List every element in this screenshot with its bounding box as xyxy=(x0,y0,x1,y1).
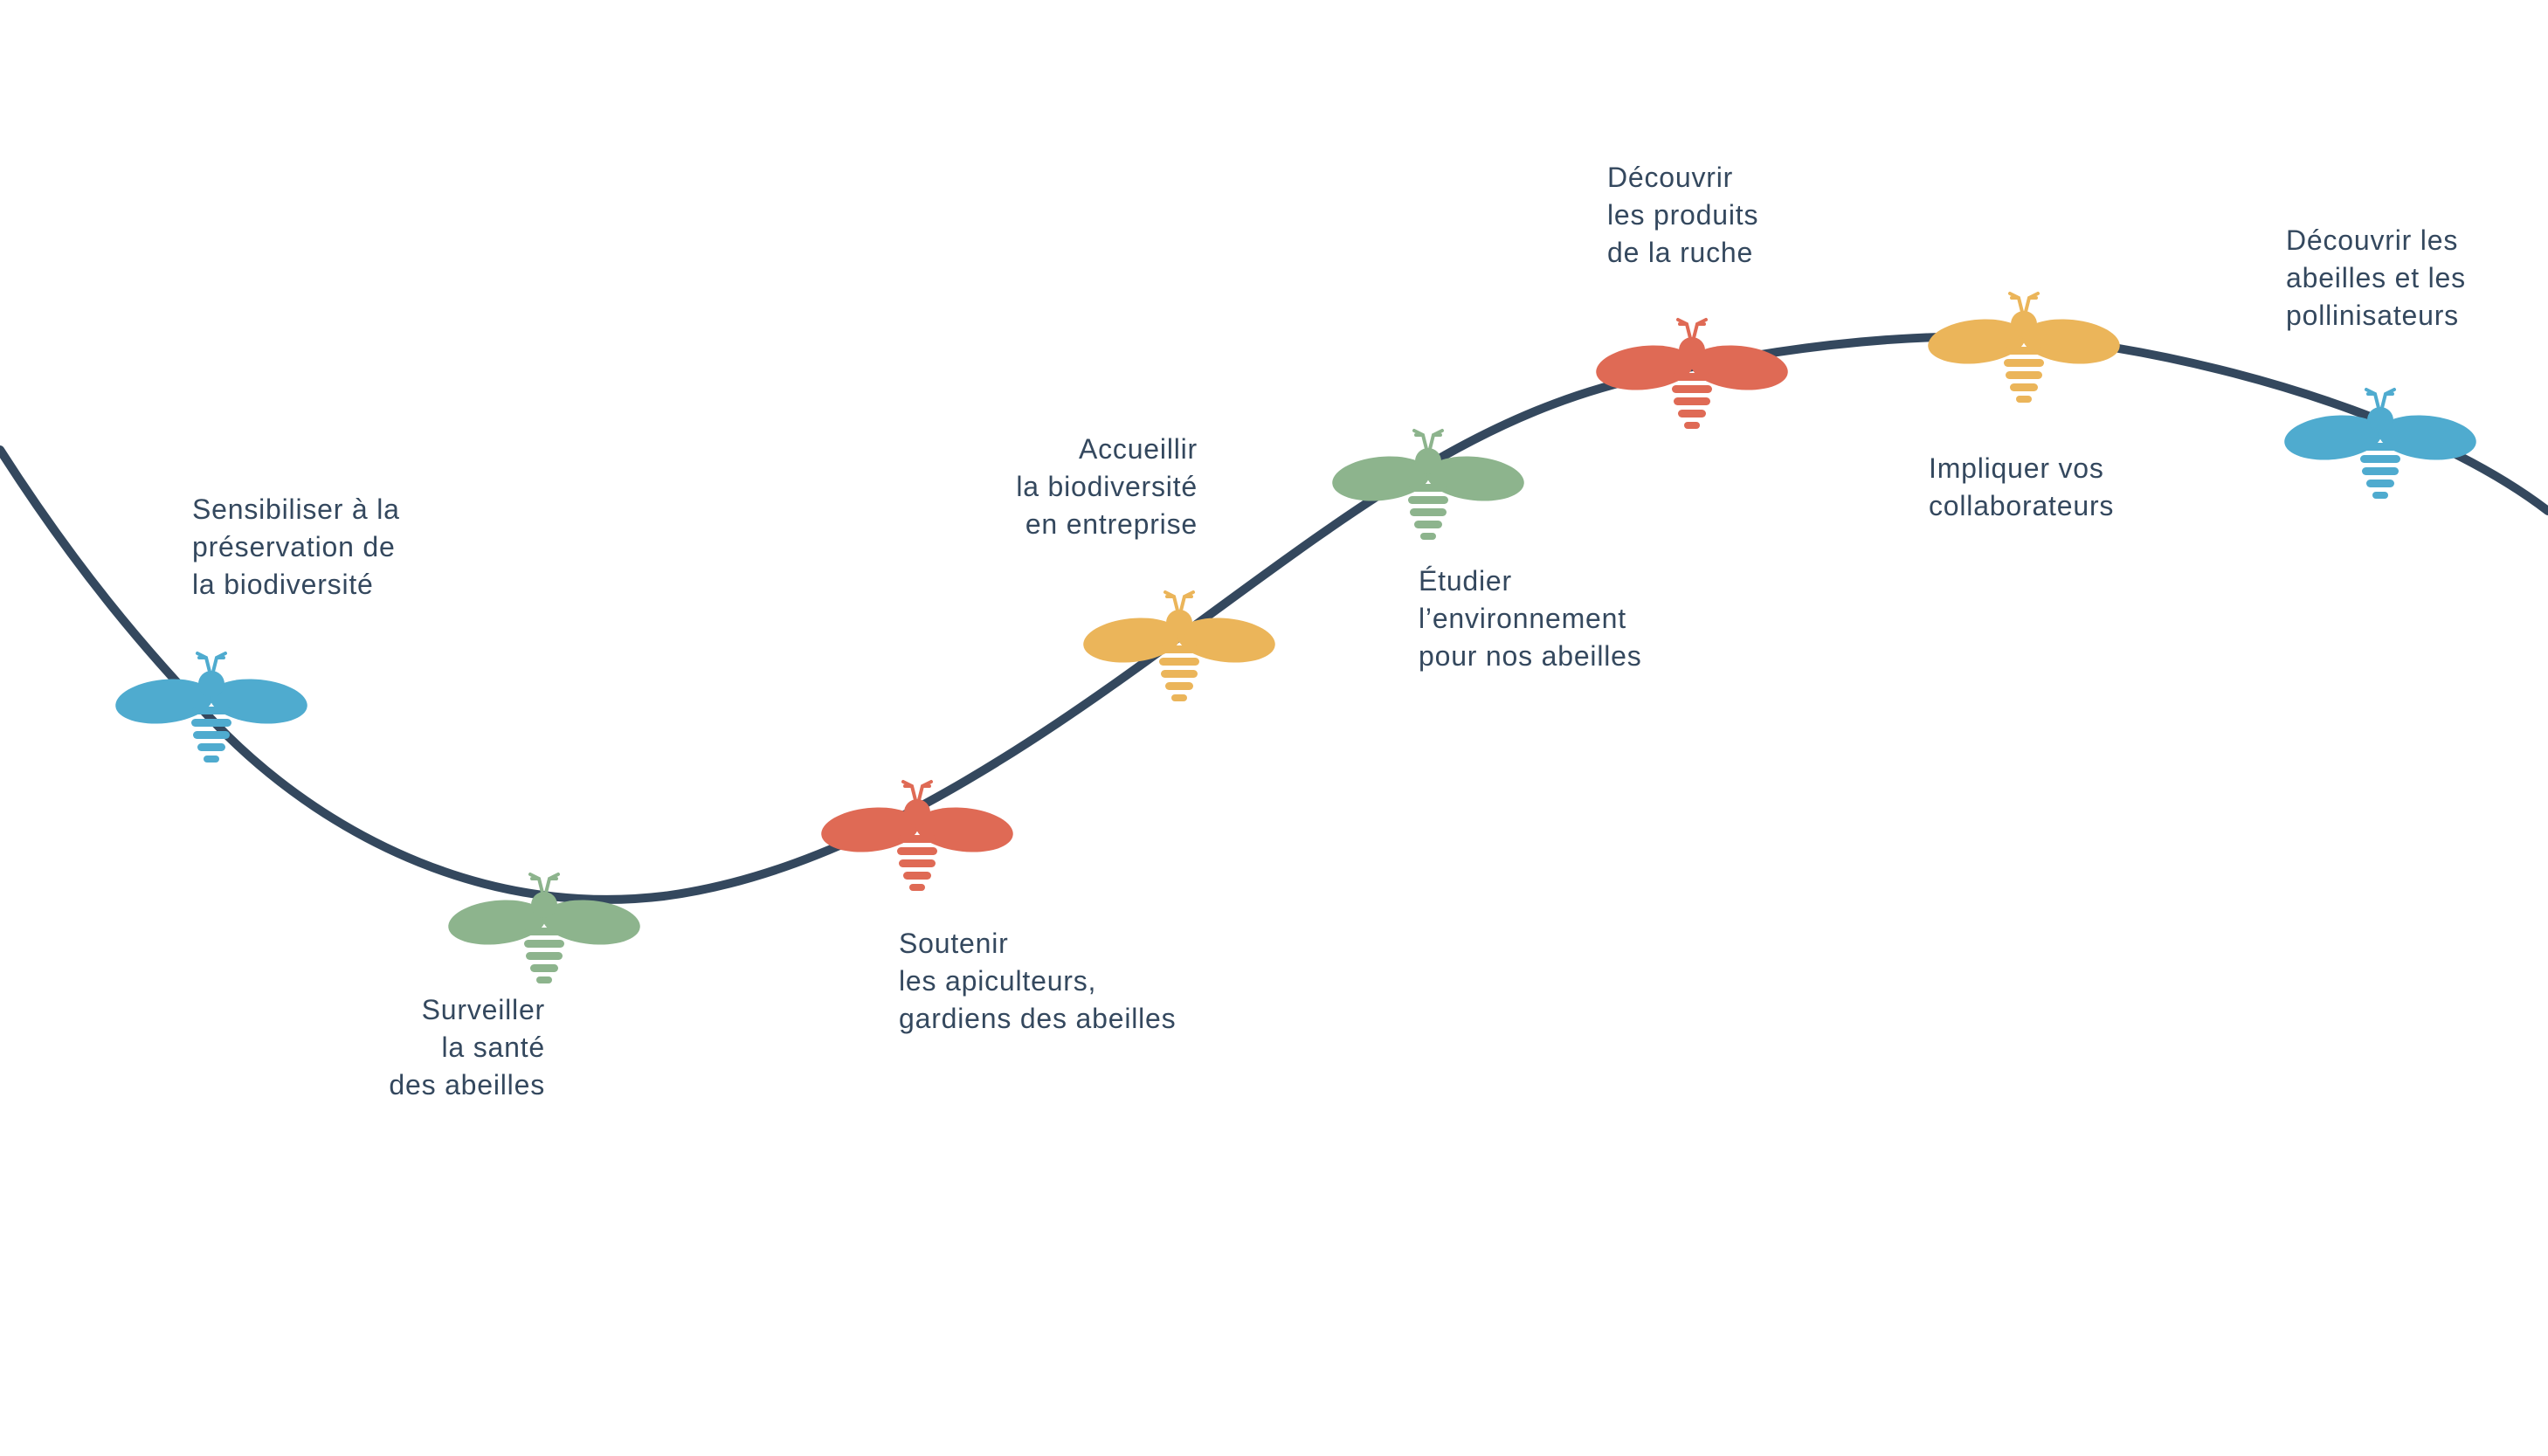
label-line: les produits xyxy=(1607,199,1759,231)
label-line: abeilles et les xyxy=(2286,262,2466,293)
label-line: gardiens des abeilles xyxy=(899,1003,1177,1034)
step-label-decouvrir-abeilles: Découvrir les abeilles et les pollinisat… xyxy=(2286,222,2466,335)
label-line: des abeilles xyxy=(389,1069,545,1101)
label-line: préservation de xyxy=(192,531,396,562)
wavy-path-line xyxy=(0,332,2548,904)
step-label-accueillir: Accueillir la biodiversité en entreprise xyxy=(1016,431,1198,543)
red-bee-icon xyxy=(818,782,1016,891)
label-line: les apiculteurs, xyxy=(899,965,1097,997)
label-line: de la ruche xyxy=(1607,237,1754,268)
step-label-etudier: Étudier l’environnement pour nos abeille… xyxy=(1419,562,1642,675)
step-label-sensibiliser: Sensibiliser à la préservation de la bio… xyxy=(192,491,400,604)
red-bee-icon xyxy=(1593,320,1791,429)
step-label-soutenir: Soutenir les apiculteurs, gardiens des a… xyxy=(899,925,1176,1038)
step-label-impliquer: Impliquer vos collaborateurs xyxy=(1929,450,2114,525)
blue-bee-icon xyxy=(113,653,310,763)
yellow-bee-icon xyxy=(1925,293,2123,403)
label-line: la santé xyxy=(441,1032,545,1063)
blue-bee-icon xyxy=(2282,390,2479,499)
label-line: Impliquer vos xyxy=(1929,452,2104,484)
label-line: pour nos abeilles xyxy=(1419,640,1642,672)
label-line: Étudier xyxy=(1419,565,1512,597)
label-line: la biodiversité xyxy=(192,569,374,600)
label-line: Accueillir xyxy=(1078,433,1198,465)
step-label-surveiller: Surveiller la santé des abeilles xyxy=(389,991,545,1104)
label-line: Soutenir xyxy=(899,928,1009,959)
label-line: Sensibiliser à la xyxy=(192,493,400,525)
green-bee-icon xyxy=(1329,431,1527,540)
label-line: pollinisateurs xyxy=(2286,300,2459,331)
label-line: en entreprise xyxy=(1025,508,1198,540)
label-line: Découvrir les xyxy=(2286,224,2459,256)
label-line: Découvrir xyxy=(1607,162,1734,193)
label-line: la biodiversité xyxy=(1016,471,1198,502)
label-line: collaborateurs xyxy=(1929,490,2115,521)
label-line: Surveiller xyxy=(421,994,545,1025)
label-line: l’environnement xyxy=(1419,603,1626,634)
green-bee-icon xyxy=(445,874,643,983)
step-label-decouvrir-produits: Découvrir les produits de la ruche xyxy=(1607,159,1758,272)
